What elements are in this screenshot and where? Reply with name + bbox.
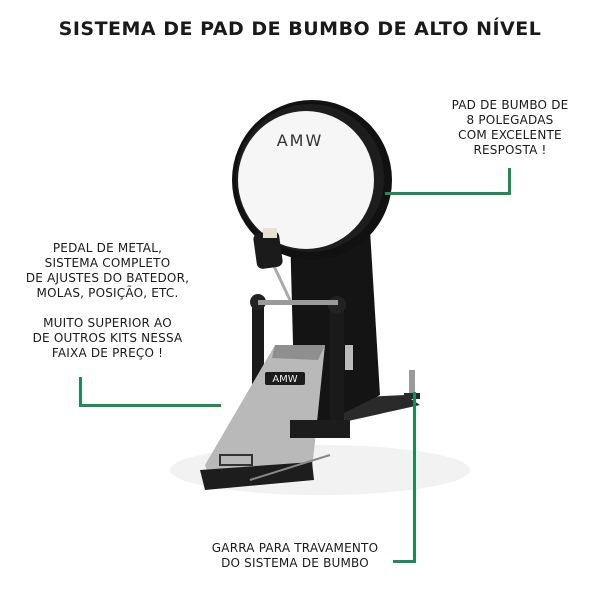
svg-text:AMW: AMW [277,131,324,150]
callout-pad-connector-vertical [508,168,511,195]
callout-pedal-line-4: MOLAS, POSIÇÃO, ETC. [36,286,179,300]
callout-pedal-connector-vertical [79,377,82,407]
callout-pedal-line-5: MUITO SUPERIOR AO [43,316,172,330]
page-title: SISTEMA DE PAD DE BUMBO DE ALTO NÍVEL [58,18,542,40]
callout-pad-line-4: RESPOSTA ! [473,143,547,157]
callout-pedal-line-1: PEDAL DE METAL, [52,241,163,255]
callout-clamp-connector-horizontal [393,560,416,563]
callout-pad-line-1: PAD DE BUMBO DE [451,98,569,112]
callout-pedal-line-6: DE OUTROS KITS NESSA [32,331,183,345]
callout-clamp-line-1: GARRA PARA TRAVAMENTO [211,541,379,555]
callout-pedal-description: PEDAL DE METAL, SISTEMA COMPLETO DE AJUS… [0,241,215,361]
callout-pad-line-2: 8 POLEGADAS [466,113,554,127]
callout-pad-connector-horizontal [385,192,511,195]
callout-pad-line-3: COM EXCELENTE [458,128,562,142]
callout-pedal-line-2: SISTEMA COMPLETO [44,256,171,270]
pedal-logo: AMW [272,374,297,385]
callout-pedal-connector-horizontal [79,404,221,407]
callout-pedal-line-3: DE AJUSTES DO BATEDOR, [25,271,190,285]
callout-pad-description: PAD DE BUMBO DE 8 POLEGADAS COM EXCELENT… [425,98,595,158]
callout-clamp-description: GARRA PARA TRAVAMENTO DO SISTEMA DE BUMB… [195,541,395,571]
callout-clamp-connector-vertical [413,392,416,563]
callout-clamp-line-2: DO SISTEMA DE BUMBO [221,556,369,570]
callout-pedal-line-7: FAIXA DE PREÇO ! [51,346,164,360]
